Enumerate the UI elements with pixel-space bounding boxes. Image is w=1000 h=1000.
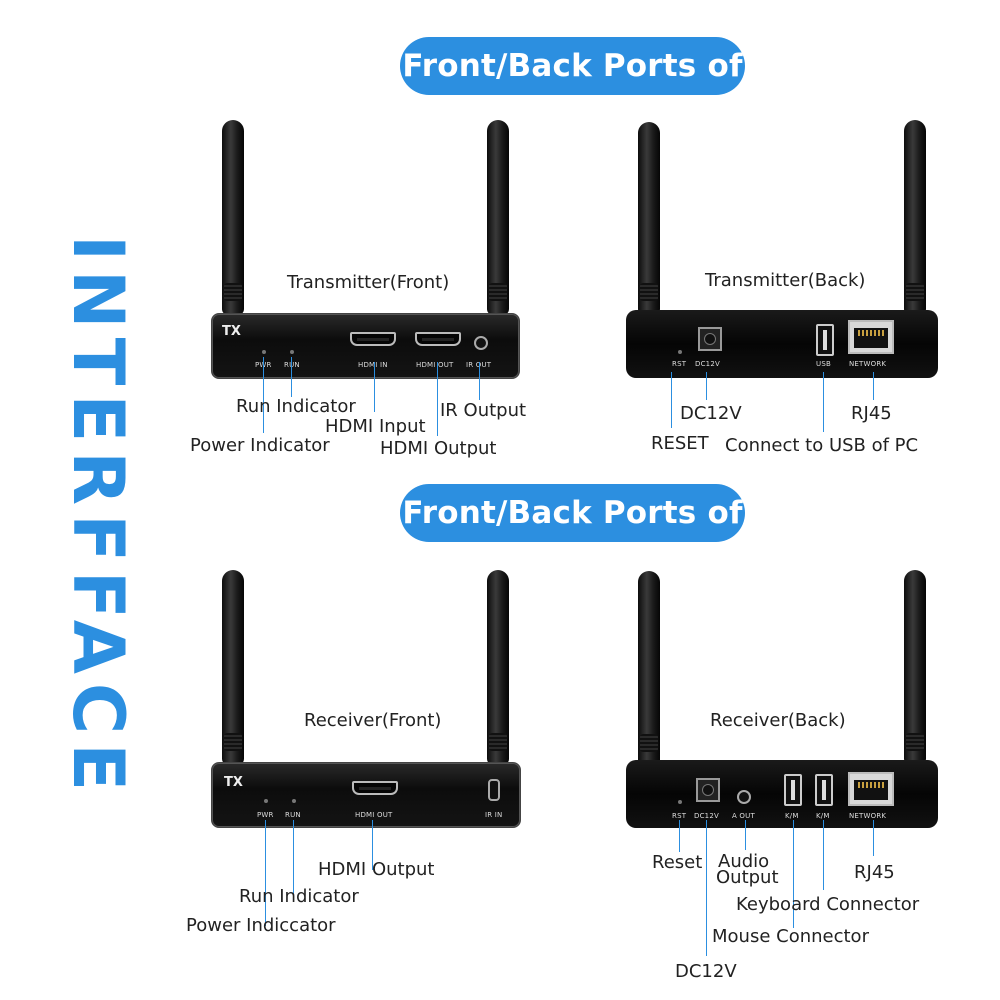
run-indicator-callout: Run Indicator — [236, 396, 356, 417]
lead-line — [823, 372, 824, 432]
run-indicator-callout: Run Indicator — [239, 886, 359, 907]
network-port-label: NETWORK — [849, 812, 887, 820]
hdmi-output-callout: HDMI Output — [318, 859, 435, 880]
dc-port-label: DC12V — [695, 360, 720, 368]
lead-line — [873, 820, 874, 856]
device-badge: TX — [224, 775, 243, 790]
dc-port — [696, 778, 720, 802]
pwr-port-label: PWR — [257, 811, 274, 819]
dc12v-callout: DC12V — [680, 403, 742, 424]
antenna — [638, 571, 660, 766]
run-led — [290, 350, 294, 354]
antenna — [222, 120, 244, 315]
lead-line — [372, 820, 373, 870]
rst-port-label: RST — [672, 812, 687, 820]
hdmi-in-port-label: HDMI IN — [358, 361, 388, 369]
rj45-port — [848, 772, 894, 806]
usb-pc-callout: Connect to USB of PC — [725, 435, 919, 456]
pwr-led — [264, 799, 268, 803]
ir-out-port-label: IR OUT — [466, 361, 492, 369]
run-port-label: RUN — [285, 811, 301, 819]
lead-line — [479, 362, 480, 400]
lead-line — [671, 372, 672, 428]
keyboard-connector-callout: Keyboard Connector — [736, 894, 920, 915]
tx-front-title: Transmitter(Front) — [287, 272, 450, 293]
reset-callout: Reset — [652, 852, 703, 873]
antenna — [638, 122, 660, 315]
km-port-keyboard — [815, 774, 833, 806]
rx-front-title: Receiver(Front) — [304, 710, 442, 731]
km-port-label: K/M — [785, 812, 799, 820]
power-indicator-callout: Power Indicator — [190, 435, 330, 456]
hdmi-input-callout: HDMI Input — [325, 416, 426, 437]
rj45-callout: RJ45 — [851, 403, 892, 424]
lead-line — [374, 362, 375, 412]
antenna — [487, 570, 509, 765]
audio-out-port — [737, 790, 751, 804]
dc-port-label: DC12V — [694, 812, 719, 820]
rst-port-label: RST — [672, 360, 687, 368]
rj45-port — [848, 320, 894, 354]
rx-back-device: RST DC12V A OUT K/M K/M NETWORK — [626, 760, 938, 828]
hdmi-out-port — [352, 781, 398, 795]
dc-port — [698, 327, 722, 351]
hdmi-out-port-label: HDMI OUT — [416, 361, 454, 369]
lead-line — [823, 820, 824, 890]
power-indicator-callout: Power Indiccator — [186, 915, 336, 936]
ir-output-callout: IR Output — [440, 400, 527, 421]
antenna — [904, 120, 926, 315]
device-badge: TX — [222, 324, 241, 339]
hdmi-in-port — [350, 332, 396, 346]
reset-button — [678, 350, 682, 354]
antenna — [904, 570, 926, 765]
antenna — [222, 570, 244, 765]
mouse-connector-callout: Mouse Connector — [712, 926, 869, 947]
aout-port-label: A OUT — [732, 812, 755, 820]
usb-port — [816, 324, 834, 356]
audio-output-callout-line1: Audio — [718, 851, 770, 872]
lead-line — [706, 372, 707, 400]
lead-line — [437, 362, 438, 436]
run-led — [292, 799, 296, 803]
tx-front-device: TX PWR RUN HDMI IN HDMI OUT IR OUT — [211, 313, 520, 379]
rx-back-title: Receiver(Back) — [710, 710, 846, 731]
lead-line — [679, 820, 680, 852]
km-port-mouse — [784, 774, 802, 806]
rx-section-heading: Front/Back Ports of RX — [400, 484, 745, 589]
lead-line — [291, 357, 292, 397]
tx-back-title: Transmitter(Back) — [705, 270, 866, 291]
pwr-led — [262, 350, 266, 354]
reset-callout: RESET — [651, 433, 709, 454]
km-port-label: K/M — [816, 812, 830, 820]
lead-line — [793, 820, 794, 928]
usb-port-label: USB — [816, 360, 831, 368]
lead-line — [745, 820, 746, 850]
audio-output-callout-line2: Output — [716, 867, 779, 888]
reset-button — [678, 800, 682, 804]
hdmi-out-port-label: HDMI OUT — [355, 811, 393, 819]
dc12v-callout: DC12V — [675, 961, 737, 982]
side-title-text: INTERFFACE — [57, 235, 139, 801]
hdmi-output-callout: HDMI Output — [380, 438, 497, 459]
network-port-label: NETWORK — [849, 360, 887, 368]
ir-in-port — [488, 779, 500, 801]
tx-section-heading: Front/Back Ports of TX — [400, 37, 745, 142]
hdmi-out-port — [415, 332, 461, 346]
lead-line — [873, 372, 874, 400]
tx-back-device: RST DC12V USB NETWORK — [626, 310, 938, 378]
rx-front-device: TX PWR RUN HDMI OUT IR IN — [211, 762, 521, 828]
ir-out-port — [474, 336, 488, 350]
lead-line — [706, 820, 707, 956]
ir-in-port-label: IR IN — [485, 811, 503, 819]
lead-line — [263, 357, 264, 433]
rj45-callout: RJ45 — [854, 862, 895, 883]
lead-line — [265, 820, 266, 926]
antenna — [487, 120, 509, 315]
lead-line — [293, 820, 294, 896]
